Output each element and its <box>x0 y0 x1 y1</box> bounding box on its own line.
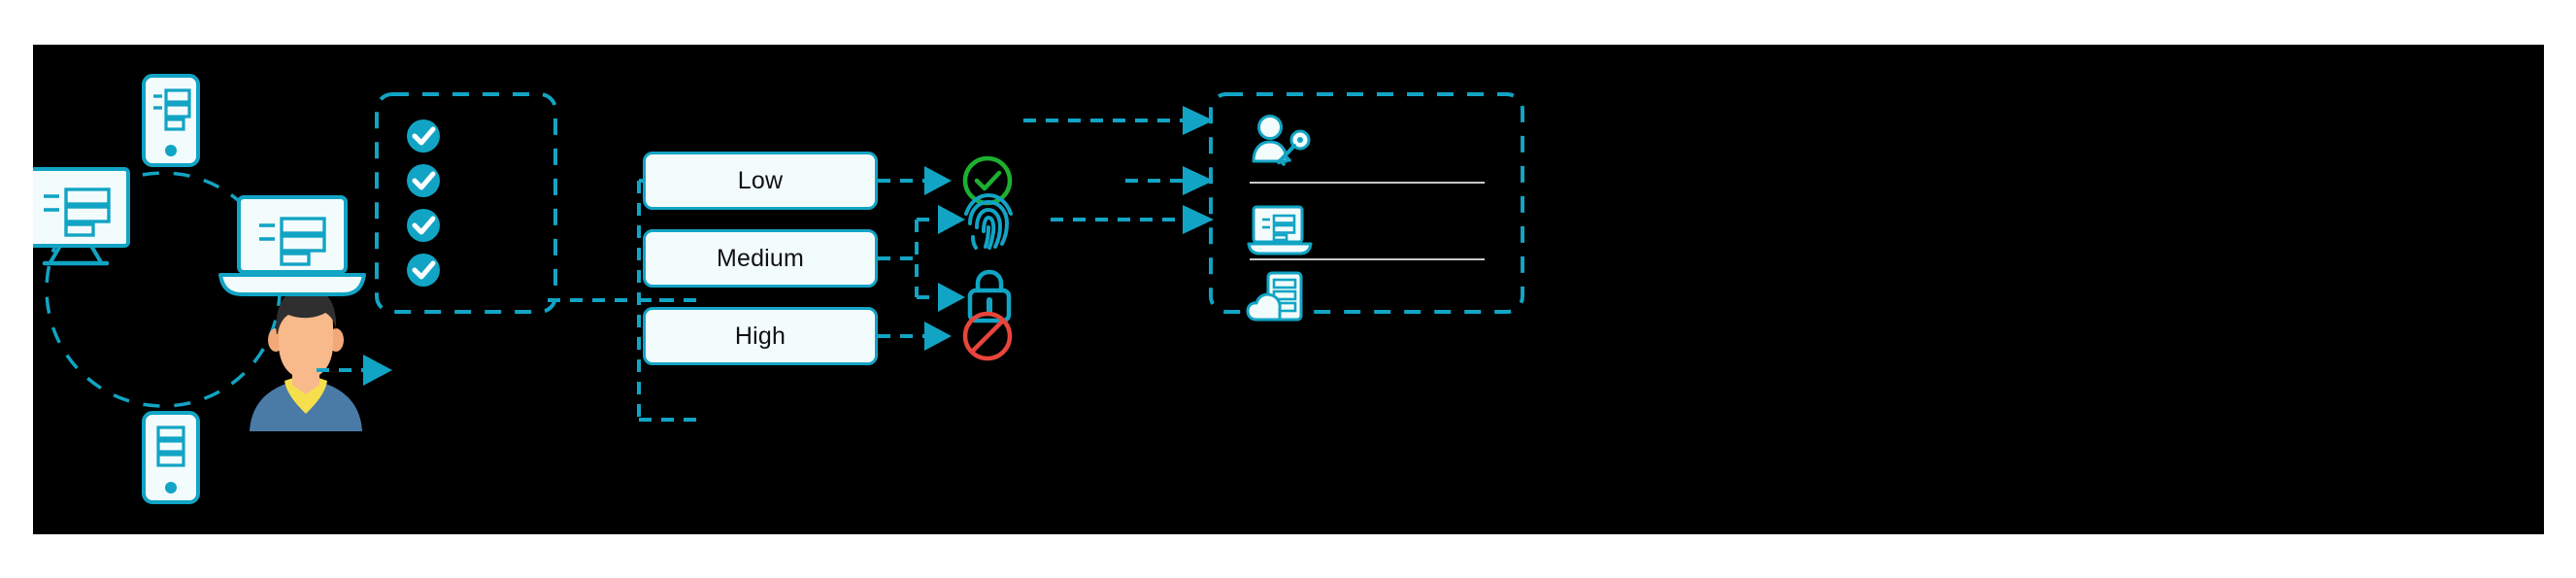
connector-outcome-to-resource-3 <box>1051 200 1218 239</box>
prohibited-circle-icon <box>962 311 1013 361</box>
device-laptop-right <box>217 195 368 302</box>
panel-divider-2 <box>1250 258 1485 260</box>
risk-box-high[interactable]: High <box>643 307 878 365</box>
resource-identity-row[interactable] <box>1250 115 1316 173</box>
connector-devices-to-policy <box>317 351 394 390</box>
policy-checklist-panel <box>374 91 558 315</box>
check-circle-icon-2 <box>407 164 440 197</box>
resources-panel-dashed-border <box>1209 92 1524 314</box>
padlock-icon <box>967 269 1012 323</box>
connector-medium-branch <box>878 173 967 348</box>
connector-outcome-to-resource-1 <box>1023 101 1218 140</box>
device-monitor-left <box>33 167 130 279</box>
diagram-canvas: Low Medium High <box>33 45 2544 534</box>
avatar-hair <box>276 287 337 332</box>
check-circle-icon-1 <box>407 119 440 153</box>
device-phone-bottom <box>141 410 201 505</box>
resource-endpoint-row[interactable] <box>1247 205 1313 257</box>
laptop-icon <box>1247 205 1313 255</box>
risk-label-high: High <box>734 322 786 350</box>
resource-cloud-server-row[interactable] <box>1246 271 1313 327</box>
connector-high-to-block <box>878 317 955 356</box>
outcome-block-icon-wrap <box>960 309 1015 363</box>
check-circle-icon-3 <box>407 209 440 242</box>
protected-resources-panel <box>1208 91 1525 315</box>
cloud-server-icon <box>1246 271 1303 322</box>
check-circle-icon-4 <box>407 254 440 287</box>
device-phone-top <box>141 73 201 168</box>
connector-low-to-allow <box>878 161 955 200</box>
risk-label-low: Low <box>737 166 784 194</box>
risk-box-medium[interactable]: Medium <box>643 229 878 288</box>
risk-label-medium: Medium <box>716 244 805 272</box>
outcome-biometric-icon-wrap <box>961 192 1016 251</box>
risk-box-low[interactable]: Low <box>643 152 878 210</box>
connector-outcome-to-resource-2 <box>1125 161 1218 200</box>
panel-divider-1 <box>1250 182 1485 184</box>
user-with-key-icon <box>1252 115 1311 166</box>
user-avatar <box>242 284 370 431</box>
outcome-lock-icon-wrap <box>965 269 1014 323</box>
fingerprint-icon <box>964 192 1013 250</box>
policy-panel-dashed-border <box>375 92 557 314</box>
